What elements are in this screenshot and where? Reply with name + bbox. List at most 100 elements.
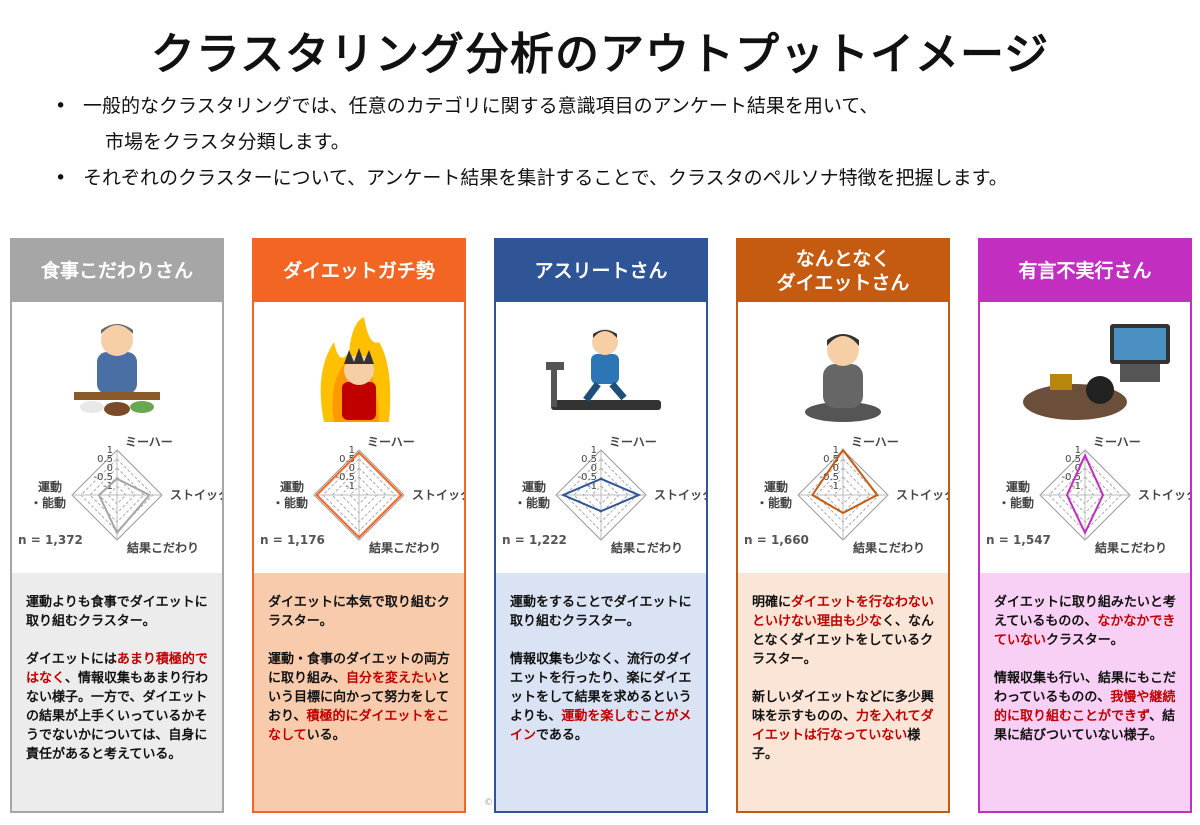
highlight-text: なかなかできていない — [994, 614, 1176, 648]
radar-chart: 10.50-0.5-1ミーハーストイック結果こだわり運動・能動 — [272, 435, 464, 555]
radar-axis-label-right: ストイック — [896, 488, 948, 502]
radar-axis-label-bottom: 結果こだわり — [853, 540, 925, 555]
radar-chart-svg: 10.50-0.5-1ミーハーストイック結果こだわり運動・能動 — [272, 435, 464, 555]
radar-tick-label: -1 — [345, 481, 355, 492]
description-paragraph: ダイエットにはあまり積極的ではなく、情報収集もあまり行わない様子。一方で、ダイエ… — [26, 650, 214, 764]
description-paragraph: 情報収集も行い、結果にもこだわっているものの、我慢や継続的に取り組むことができず… — [994, 669, 1182, 745]
sample-size: n = 1,222 — [502, 533, 567, 547]
sample-size: n = 1,660 — [744, 533, 809, 547]
radar-series-polygon — [315, 451, 403, 539]
radar-axis-label-left: 運動 — [1006, 479, 1030, 494]
man-eating-meal-icon — [74, 324, 160, 416]
description-text: いる。 — [306, 728, 346, 743]
radar-tick-label: -0.5 — [819, 472, 839, 483]
radar-axis-label-top: ミーハー — [851, 435, 899, 449]
radar-axis-label-left: 運動 — [522, 479, 546, 494]
radar-tick-label: 0 — [107, 463, 113, 474]
description-text: ダイエットには — [26, 652, 117, 667]
cluster-card: アスリートさん10.50-0.5-1ミーハーストイック結果こだわり運動・能動n … — [494, 238, 708, 813]
bullet-text-line: 一般的なクラスタリングでは、任意のカテゴリに関する意識項目のアンケート結果を用い… — [83, 95, 879, 117]
radar-series-polygon — [810, 448, 879, 515]
radar-tick-label: 0 — [1075, 463, 1081, 474]
sample-size: n = 1,176 — [260, 533, 325, 547]
radar-tick-label: 1 — [349, 445, 355, 456]
radar-series-polygon — [97, 477, 151, 535]
illustration-shape — [97, 352, 137, 394]
sample-size: n = 1,547 — [986, 533, 1051, 547]
radar-tick-label: 0 — [591, 463, 597, 474]
description-paragraph: 運動よりも食事でダイエットに取り組むクラスター。 — [26, 593, 214, 631]
bullet-marker: • — [55, 95, 67, 117]
radar-series-polygon — [1065, 452, 1105, 536]
sample-size: n = 1,372 — [18, 533, 83, 547]
illustration-shape — [1086, 376, 1114, 404]
bullet-text-line: 市場をクラスタ分類します。 — [105, 131, 350, 153]
illustration-shape — [1114, 328, 1166, 360]
illustration-shape — [1050, 374, 1072, 390]
illustration-shape — [609, 381, 627, 401]
radar-axis-label-bottom: 結果こだわり — [369, 540, 441, 555]
description-text: 情報収集も行い、結果にもこだわっているものの、 — [994, 671, 1177, 705]
illustration-shapes — [1023, 324, 1170, 420]
illustration-shapes — [546, 329, 661, 410]
radar-chart: 10.50-0.5-1ミーハーストイック結果こだわり運動・能動 — [514, 435, 706, 555]
radar-axis-label-bottom: 結果こだわり — [127, 540, 199, 555]
radar-axis-label-right: ストイック — [654, 488, 706, 502]
radar-chart-svg: 10.50-0.5-1ミーハーストイック結果こだわり運動・能動 — [998, 435, 1190, 555]
illustration-shape — [551, 400, 661, 410]
radar-axis-label-left: ・能動 — [30, 495, 66, 510]
cluster-card: 有言不実行さん10.50-0.5-1ミーハーストイック結果こだわり運動・能動n … — [978, 238, 1192, 813]
description-text: 新しいダイエットなどに多少興味を示すものの、 — [752, 690, 934, 724]
cluster-name: アスリートさん — [496, 240, 706, 302]
highlight-text: 力を入れてダイエットは行なっていない — [752, 709, 934, 743]
illustration-shape — [583, 381, 601, 403]
radar-axis-label-left: 運動 — [38, 479, 62, 494]
description-text: 、結果に結びついていない様子。 — [994, 709, 1176, 743]
illustration-shape — [342, 382, 376, 420]
description-paragraph: 情報収集も少なく、流行のダイエットを行ったり、楽にダイエットをして結果を求めると… — [510, 650, 698, 745]
radar-tick-label: -1 — [1071, 481, 1081, 492]
illustration-shape — [101, 324, 133, 334]
cluster-description: ダイエットに本気で取り組むクラスター。運動・食事のダイエットの両方に取り組み、自… — [254, 573, 464, 811]
radar-tick-label: 0.5 — [581, 454, 597, 465]
radar-tick-label: -1 — [587, 481, 597, 492]
description-text: 一方で、ダイエットの結果が上手くいっているかそうでないかについては、自身に責任が… — [26, 690, 208, 762]
radar-axis-label-top: ミーハー — [1093, 435, 1141, 449]
radar-chart-svg: 10.50-0.5-1ミーハーストイック結果こだわり運動・能動 — [514, 435, 706, 555]
radar-axis-label-top: ミーハー — [367, 435, 415, 449]
radar-axis-label-bottom: 結果こだわり — [1095, 540, 1167, 555]
description-text: く、なんとなくダイエットをしているクラスター。 — [752, 614, 935, 667]
description-text: クラスター。 — [1046, 633, 1124, 648]
description-paragraph: 明確にダイエットを行なわないといけない理由も少なく、なんとなくダイエットをしてい… — [752, 593, 940, 669]
radar-axis-label-top: ミーハー — [125, 435, 173, 449]
bullet-item: • それぞれのクラスターについて、アンケート結果を集計することで、クラスタのペル… — [55, 160, 1175, 196]
radar-axis-label-left: 運動 — [280, 479, 304, 494]
radar-axis-label-top: ミーハー — [609, 435, 657, 449]
description-text: である。 — [536, 728, 588, 743]
radar-axis-label-bottom: 結果こだわり — [611, 540, 683, 555]
radar-tick-label: 0 — [349, 463, 355, 474]
bullet-item: • 一般的なクラスタリングでは、任意のカテゴリに関する意識項目のアンケート結果を… — [55, 88, 1175, 160]
highlight-text: あまり積極的ではなく — [26, 652, 208, 686]
radar-chart-svg: 10.50-0.5-1ミーハーストイック結果こだわり運動・能動 — [30, 435, 222, 555]
cluster-description: 運動よりも食事でダイエットに取り組むクラスター。ダイエットにはあまり積極的ではな… — [12, 573, 222, 811]
illustration-shape — [805, 402, 881, 422]
description-paragraph: 運動・食事のダイエットの両方に取り組み、自分を変えたいという目標に向かって努力を… — [268, 650, 456, 745]
radar-tick-label: 1 — [833, 445, 839, 456]
radar-tick-label: -0.5 — [1061, 472, 1081, 483]
bullet-list: • 一般的なクラスタリングでは、任意のカテゴリに関する意識項目のアンケート結果を… — [55, 88, 1175, 196]
radar-tick-label: 1 — [107, 445, 113, 456]
highlight-text: 運動を楽しむことがメイン — [510, 709, 692, 743]
description-text: ダイエットに取り組みたいと考えているものの、 — [994, 595, 1176, 629]
highlight-text: 自分を変えたい — [346, 671, 438, 686]
radar-tick-label: -0.5 — [93, 472, 113, 483]
illustration-shape — [80, 401, 104, 413]
radar-chart: 10.50-0.5-1ミーハーストイック結果こだわり運動・能動 — [998, 435, 1190, 555]
cluster-name: 有言不実行さん — [980, 240, 1190, 302]
sitting-person-icon — [805, 334, 881, 422]
illustration-shapes — [74, 324, 160, 416]
radar-tick-label: -0.5 — [335, 472, 355, 483]
radar-axis-label-right: ストイック — [412, 488, 464, 502]
description-text: ダイエットに本気で取り組むクラスター。 — [268, 595, 450, 629]
cluster-name: なんとなく ダイエットさん — [738, 240, 948, 302]
